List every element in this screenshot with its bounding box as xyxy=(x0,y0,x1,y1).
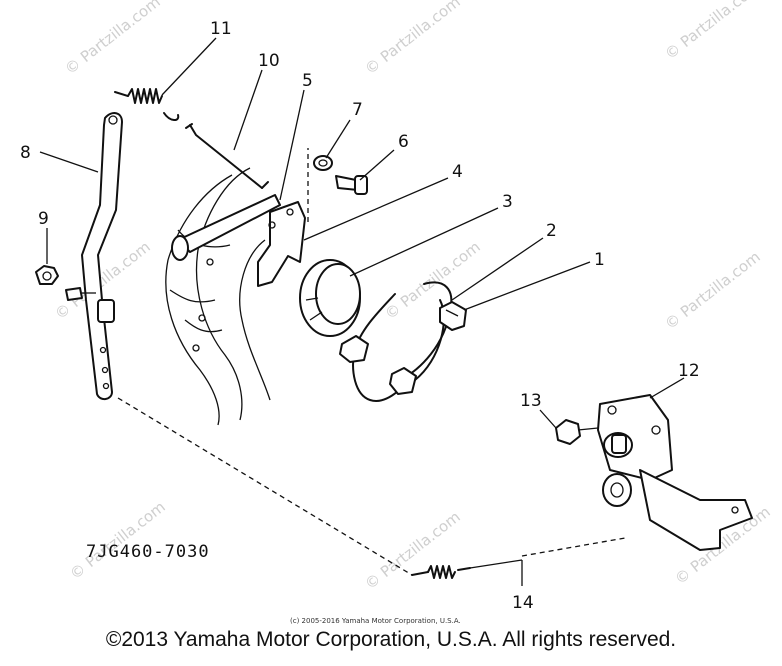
grommet xyxy=(339,335,417,395)
screw-part-6 xyxy=(335,175,368,195)
spring-part-11 xyxy=(114,88,180,121)
callout-6: 6 xyxy=(398,132,409,152)
watermark: © Partzilla.com xyxy=(661,248,763,333)
grommet-part-1 xyxy=(439,301,467,331)
watermark: © Partzilla.com xyxy=(661,0,763,63)
callout-1: 1 xyxy=(594,250,605,270)
leader-lines xyxy=(39,37,685,586)
collar-part-3 xyxy=(299,259,361,337)
callout-11: 11 xyxy=(210,19,232,39)
nut-part-9 xyxy=(35,265,59,285)
footer-copyright: ©2013 Yamaha Motor Corporation, U.S.A. A… xyxy=(105,628,677,651)
rod-part-10 xyxy=(185,123,269,189)
bracket-part-12 xyxy=(597,394,753,551)
shaft-plate-part-5 xyxy=(171,194,281,261)
lever-arm-part-8 xyxy=(81,112,123,400)
bracket-part-4 xyxy=(257,201,306,287)
callout-5: 5 xyxy=(302,71,313,91)
callout-12: 12 xyxy=(678,361,700,381)
callout-7: 7 xyxy=(352,100,363,120)
callout-14: 14 xyxy=(512,593,534,613)
small-copyright: (c) 2005-2016 Yamaha Motor Corporation, … xyxy=(290,617,461,625)
lever-bolt xyxy=(65,287,96,301)
spring-part-14 xyxy=(411,565,471,579)
callout-4: 4 xyxy=(452,162,463,182)
watermark: © Partzilla.com xyxy=(66,498,168,583)
part-code: 7JG460-7030 xyxy=(86,542,210,562)
callout-labels: 1 2 3 4 5 6 7 8 9 10 11 12 13 14 xyxy=(20,19,700,613)
watermark: © Partzilla.com xyxy=(381,238,483,323)
callout-3: 3 xyxy=(502,192,513,212)
washer-part-7 xyxy=(313,155,333,171)
callout-9: 9 xyxy=(38,209,49,229)
callout-8: 8 xyxy=(20,143,31,163)
watermark: © Partzilla.com xyxy=(61,0,163,78)
bolt-part-13 xyxy=(555,419,599,445)
watermark: © Partzilla.com xyxy=(361,0,463,78)
watermark: © Partzilla.com xyxy=(361,508,463,593)
callout-10: 10 xyxy=(258,51,280,71)
callout-2: 2 xyxy=(546,221,557,241)
callout-13: 13 xyxy=(520,391,542,411)
